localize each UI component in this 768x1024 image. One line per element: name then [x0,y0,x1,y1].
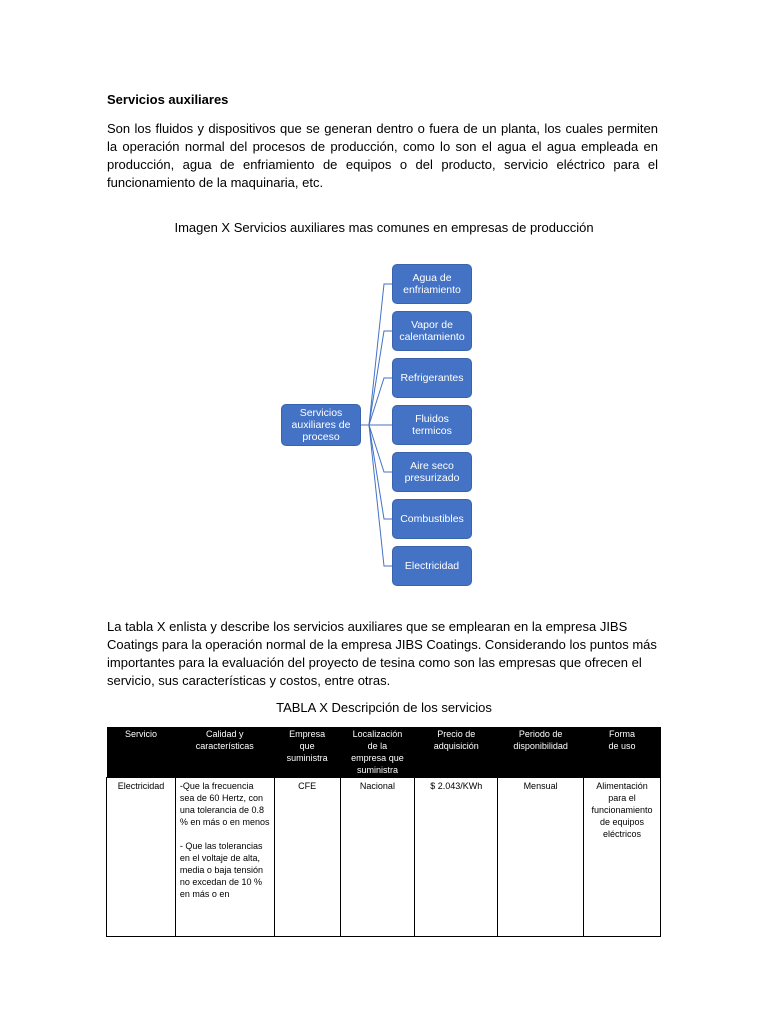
diagram-node-agua-enfriamiento: Agua de enfriamiento [392,264,472,304]
table-header-cell: Precio de adquisición [414,727,498,778]
services-table: Servicio Calidad y características Empre… [106,727,661,937]
diagram-node-combustibles: Combustibles [392,499,472,539]
diagram-node-label: Agua de enfriamiento [403,272,461,296]
diagram-connector [361,424,392,473]
diagram-node-label: Fluidos termicos [412,413,452,437]
table-caption: TABLA X Descripción de los servicios [276,700,492,715]
diagram-node-label: Aire seco presurizado [404,460,460,484]
diagram-node-label: Refrigerantes [400,372,464,384]
cell-calidad: -Que la frecuencia sea de 60 Hertz, con … [174,777,275,937]
cell-empresa: CFE [273,777,341,937]
diagram-node-vapor-calentamiento: Vapor de calentamiento [392,311,472,351]
table-header-row: Servicio Calidad y características Empre… [106,727,661,778]
calidad-item: - Que las tolerancias en el voltaje de a… [179,841,263,899]
diagram-connector [361,283,392,426]
cell-localizacion: Nacional [339,777,416,937]
diagram-connector [361,424,392,567]
diagram-node-electricidad: Electricidad [392,546,472,586]
diagram-root-label: Servicios auxiliares de proceso [291,407,351,443]
diagram-connector [361,377,392,426]
diagram-node-label: Electricidad [404,560,460,572]
section-heading: Servicios auxiliares [107,92,229,107]
diagram-node-refrigerantes: Refrigerantes [392,358,472,398]
cell-forma: Alimentación para el funcionamiento de e… [583,777,661,937]
cell-servicio: Electricidad [106,777,176,937]
diagram-node-label: Vapor de calentamiento [399,319,465,343]
table-header-cell: Localización de la empresa que suministr… [340,727,415,778]
table-row: Electricidad -Que la frecuencia sea de 6… [106,777,661,937]
image-caption: Imagen X Servicios auxiliares mas comune… [174,220,594,235]
calidad-item: -Que la frecuencia sea de 60 Hertz, con … [179,781,270,827]
intro-paragraph: Son los fluidos y dispositivos que se ge… [107,121,658,190]
table-header-cell: Servicio [106,727,176,778]
table-header-cell: Calidad y características [175,727,275,778]
diagram-node-label: Combustibles [400,513,464,525]
table-intro-paragraph: La tabla X enlista y describe los servic… [107,619,657,688]
cell-precio: $ 2.043/KWh [414,777,499,937]
table-header-cell: Forma de uso [583,727,661,778]
diagram-node-aire-seco: Aire seco presurizado [392,452,472,492]
cell-periodo: Mensual [497,777,584,937]
diagram-root-node: Servicios auxiliares de proceso [281,404,361,446]
diagram-node-fluidos-termicos: Fluidos termicos [392,405,472,445]
table-header-cell: Periodo de disponibilidad [497,727,584,778]
table-header-cell: Empresa que suministra [274,727,341,778]
